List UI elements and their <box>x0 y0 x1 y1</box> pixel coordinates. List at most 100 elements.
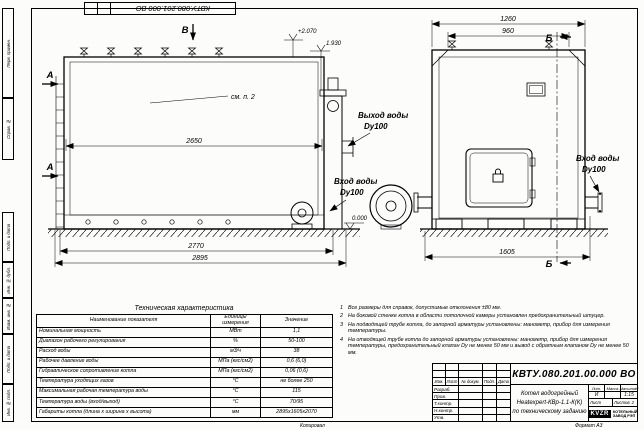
table-row: Габариты котла (длина х ширина х высота)… <box>36 406 333 419</box>
cell-value: 0,06 (0,6) <box>260 366 333 378</box>
water-outlet-label: Выход воды Dy100 <box>347 111 408 147</box>
cell-unit: °С <box>210 376 261 388</box>
cell-unit: °С <box>210 396 261 408</box>
title-block: Изм. Лист № докум. Подп. Дата Разраб. Пр… <box>432 363 638 422</box>
side-view <box>55 47 354 230</box>
cell-value: 2895х1605х2070 <box>260 406 333 419</box>
change-record-row <box>433 364 510 371</box>
note-number: 2 <box>340 313 343 320</box>
role-row: Пров. <box>433 393 510 401</box>
cell-value: 0,6 (6,0) <box>260 356 333 368</box>
level-marks: +2.070 1.930 0.000 <box>284 29 368 230</box>
role-row: Н.контр. <box>433 407 510 415</box>
note-text: На отводящей трубе котла до запорной арм… <box>348 336 629 357</box>
tech-col-unit: Единицы измерения <box>210 314 261 328</box>
left-margin-strip: Перв. примен. Справ. № Подп. и дата Инв.… <box>2 8 14 422</box>
cell-name: Температура уходящих газов <box>36 376 211 388</box>
company-name: КОТЕЛЬНЫЙ ЗАВОД РЭП <box>612 409 638 418</box>
burner-opening <box>369 184 413 230</box>
dimensions-front: 1260 960 1605 <box>424 16 591 261</box>
role-razrab: Разраб. <box>433 386 459 393</box>
role-nkontr: Н.контр. <box>433 407 459 414</box>
note-text: На боковой стенке котла в области потоло… <box>348 313 605 320</box>
dim-2650: 2650 <box>185 138 202 145</box>
section-marker-b1: Б <box>546 33 553 44</box>
table-row: Диапазон рабочего регулирования%50-100 <box>36 336 333 348</box>
hdr-data: Дата <box>497 379 510 384</box>
company-cell: KVZR КОТЕЛЬНЫЙ ЗАВОД РЭП <box>588 407 638 421</box>
cell-value: не более 250 <box>260 376 333 388</box>
cell-unit: °С <box>210 386 261 398</box>
control-box <box>526 82 546 97</box>
view-marker-v: В <box>182 25 189 36</box>
svg-text:1.930: 1.930 <box>326 41 342 47</box>
cell-value: 70/95 <box>260 396 333 408</box>
role-row: Т.контр. <box>433 400 510 408</box>
section-markers: В А А Б Б <box>42 24 571 270</box>
water-inlet-label-side: Вход воды Dy100 <box>329 177 377 212</box>
cell-name: Гидравлическое сопротивление котла <box>36 366 211 378</box>
pipe-labels: Выход воды Dy100 Вход воды Dy100 Вход во… <box>329 111 619 212</box>
cell-unit: МВт <box>210 326 261 338</box>
cell-name: Температура воды (вход/выход) <box>36 396 211 408</box>
role-prov: Пров. <box>433 393 459 400</box>
cell-unit: мм <box>210 406 261 419</box>
margin-cell-podp-data-1: Подп. и дата <box>2 212 14 262</box>
note-number: 3 <box>340 321 343 328</box>
doc-number: КВТУ.080.201.00.000 ВО <box>511 364 637 385</box>
change-record-row <box>433 371 510 378</box>
svg-text:Dy100: Dy100 <box>364 122 388 131</box>
copied-label: Копировал <box>300 423 325 429</box>
svg-text:Dy100: Dy100 <box>340 188 364 197</box>
margin-cell-inv-dubl: Инв. № дубл. <box>2 262 14 298</box>
svg-text:см. п. 2: см. п. 2 <box>231 94 255 101</box>
dim-960: 960 <box>502 28 514 35</box>
cell-value: 38 <box>260 346 333 358</box>
cell-unit: МПа (кгс/см2) <box>210 356 261 368</box>
sheet-label: Лист <box>590 400 602 405</box>
svg-text:0.000: 0.000 <box>352 216 368 222</box>
tech-table: Наименование показателя Единицы измерени… <box>36 314 333 419</box>
drawing-title-line: по техническому заданию <box>512 408 587 415</box>
margin-cell-inv-podl: Инв. № подл. <box>2 384 14 422</box>
sheets-label: Листов <box>614 400 630 405</box>
svg-text:Вход воды: Вход воды <box>334 177 377 186</box>
dim-2895: 2895 <box>191 255 208 262</box>
tech-col-value: Значение <box>260 314 333 328</box>
sheet-frame <box>31 8 638 422</box>
role-row: Утв. <box>433 414 510 422</box>
tech-characteristics: Техническая характеристика Наименование … <box>36 305 333 419</box>
margin-cell-podp-data-2: Подп. и дата <box>2 334 14 384</box>
dimensions-side: 2650 2770 2895 <box>54 138 347 267</box>
drain-taps <box>85 219 231 225</box>
hdr-podp: Подп. <box>483 378 497 385</box>
tech-table-title: Техническая характеристика <box>134 305 234 312</box>
dim-1260: 1260 <box>500 16 516 23</box>
meta-value-row: И 1:15 <box>589 392 637 399</box>
lit-value: И <box>589 392 605 398</box>
tech-col-name: Наименование показателя <box>36 314 211 328</box>
cell-name: Расход воды <box>36 346 211 358</box>
note-item: 2 На боковой стенке котла в области потол… <box>338 313 632 320</box>
role-row: Разраб. <box>433 386 510 394</box>
water-inlet-label-front: Вход воды Dy100 <box>576 154 619 193</box>
lock-icon <box>492 173 504 183</box>
drawing-title-line: Котел водогрейный <box>520 390 579 397</box>
section-marker-a2: А <box>46 162 54 173</box>
cell-unit: % <box>210 336 261 348</box>
tech-table-header-row: Наименование показателя Единицы измерени… <box>36 314 333 328</box>
section-marker-b2: Б <box>546 259 553 270</box>
cell-name: Рабочее давление воды <box>36 356 211 368</box>
svg-text:Вход воды: Вход воды <box>576 154 619 163</box>
door-hinge <box>529 189 536 199</box>
cell-name: Диапазон рабочего регулирования <box>36 336 211 348</box>
